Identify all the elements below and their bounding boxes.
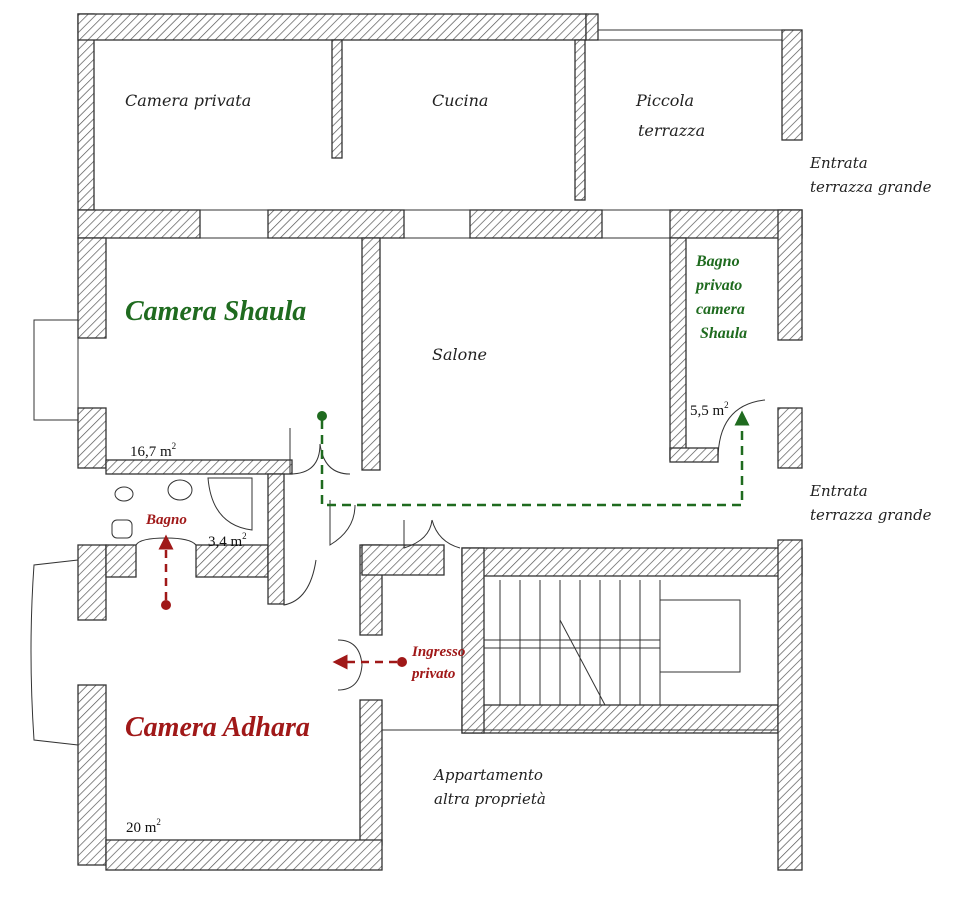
label-bagno-privato-line3: camera <box>696 301 745 318</box>
label-entrata-mid-line2: terrazza grande <box>810 506 932 524</box>
label-entrata-mid-line1: Entrata <box>809 482 868 500</box>
shaula-route-start-dot <box>317 411 327 421</box>
label-ingresso-line1: Ingresso <box>411 644 465 660</box>
shaula-route-line <box>320 410 750 507</box>
adhara-route-bagno <box>158 534 174 610</box>
bagno-route-dot <box>161 600 171 610</box>
label-bagno-privato-line1: Bagno <box>695 253 740 270</box>
label-camera-shaula: Camera Shaula <box>125 296 306 327</box>
label-bagno-privato-line4: Shaula <box>700 325 747 342</box>
walls <box>77 13 803 871</box>
label-salone: Salone <box>432 345 487 364</box>
adhara-route-ingresso <box>332 654 407 670</box>
label-bagno-privato-line2: privato <box>694 277 742 294</box>
area-bagno: 3,4 m2 <box>208 531 247 550</box>
label-appartamento-line2: altra proprietà <box>434 790 546 808</box>
area-adhara: 20 m2 <box>126 817 161 836</box>
label-piccola-terrazza-line1: Piccola <box>635 91 694 110</box>
label-piccola-terrazza-line2: terrazza <box>638 121 705 140</box>
label-appartamento-line1: Appartamento <box>432 766 543 784</box>
label-camera-adhara: Camera Adhara <box>125 712 310 743</box>
label-cucina: Cucina <box>432 91 488 110</box>
thin-lines <box>30 29 782 746</box>
label-entrata-top-line2: terrazza grande <box>810 178 932 196</box>
label-camera-privata: Camera privata <box>125 91 251 110</box>
label-ingresso-line2: privato <box>410 666 455 682</box>
ingresso-route-dot <box>397 657 407 667</box>
label-bagno: Bagno <box>145 512 187 528</box>
label-entrata-top-line1: Entrata <box>809 154 868 172</box>
shaula-route <box>317 410 750 507</box>
area-shaula: 16,7 m2 <box>130 441 176 460</box>
area-bagno-privato: 5,5 m2 <box>690 400 729 419</box>
